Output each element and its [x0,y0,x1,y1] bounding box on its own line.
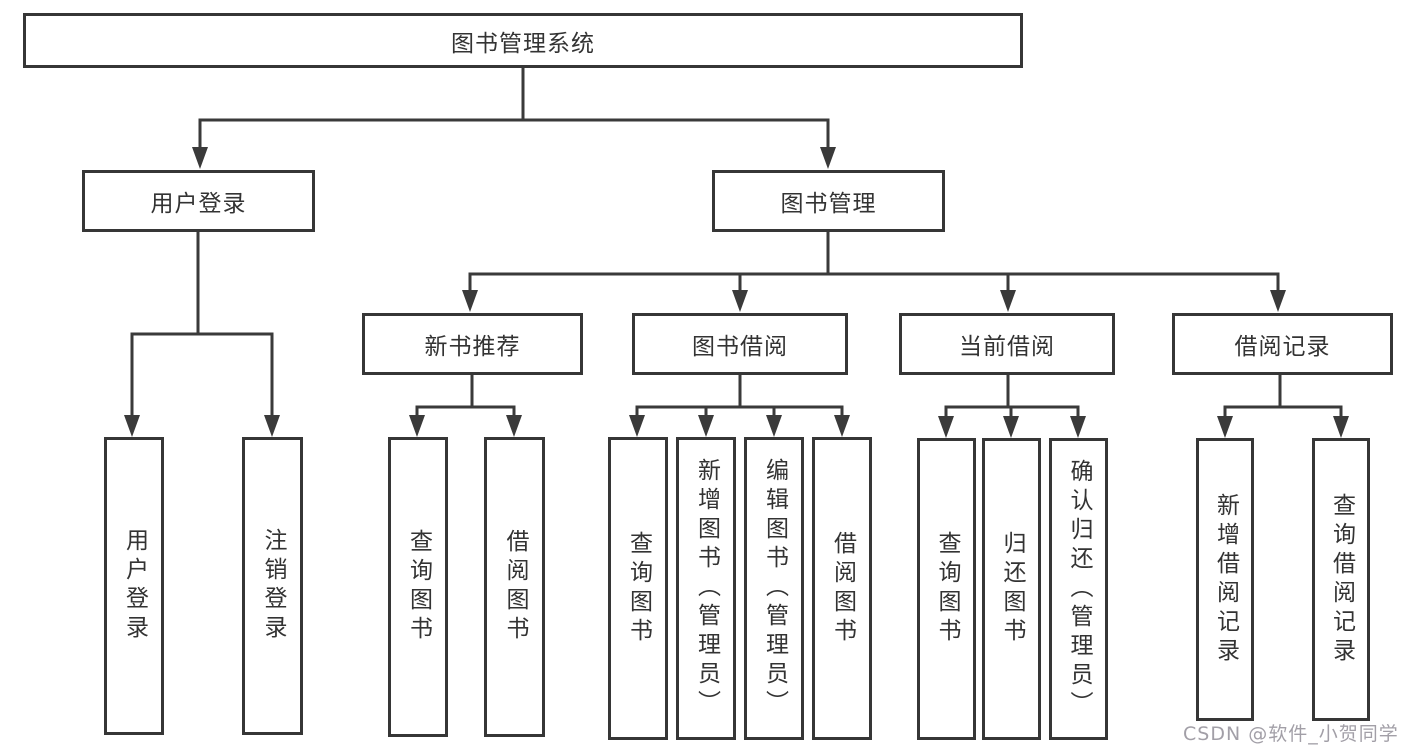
node-book-borrowing: 图书借阅 [632,313,848,375]
connector-borrowing-records-branch [1223,373,1343,419]
node-current-borrowing: 当前借阅 [899,313,1115,375]
connector-current-borrowing-branch [944,373,1080,419]
connector-new-book-recommendation-branch [415,373,516,419]
arrowheads-new-book-leaves [409,415,522,437]
leaf-return-books: 归还图书 [982,438,1041,740]
arrowheads-book-borrowing-leaves [629,415,850,437]
leaf-user-login: 用户登录 [104,437,164,735]
node-borrowing-records: 借阅记录 [1172,313,1393,375]
leaf-borrow-books-recommend: 借阅图书 [484,437,545,737]
arrowheads-level3 [462,290,1286,312]
leaf-query-books-recommend: 查询图书 [388,437,448,737]
leaf-query-books-current: 查询图书 [917,438,976,740]
node-user-login: 用户登录 [82,170,315,232]
leaf-add-borrow-record: 新增借阅记录 [1196,438,1254,721]
leaf-logout: 注销登录 [242,437,303,735]
arrowheads-level2 [192,147,836,169]
arrowheads-current-borrowing-leaves [938,416,1086,438]
arrowheads-borrowing-records-leaves [1217,416,1349,438]
connector-user-login-branch [130,230,274,418]
connector-root-to-level2 [198,66,830,150]
leaf-borrow-books: 借阅图书 [812,437,872,740]
node-new-book-recommendation: 新书推荐 [362,313,583,375]
leaf-edit-books-admin: 编辑图书（管理员） [744,437,804,740]
connector-book-management-branch [468,230,1280,293]
leaf-query-borrow-record: 查询借阅记录 [1312,438,1370,721]
node-book-management: 图书管理 [712,170,945,232]
node-library-management-system: 图书管理系统 [23,13,1023,68]
watermark: CSDN @软件_小贺同学 [1183,723,1399,745]
leaf-confirm-return-admin: 确认归还（管理员） [1049,438,1108,740]
connector-book-borrowing-branch [635,373,844,419]
arrowheads-user-login-leaves [124,415,280,437]
leaf-query-books-borrowing: 查询图书 [608,437,668,740]
leaf-add-books-admin: 新增图书（管理员） [676,437,736,740]
